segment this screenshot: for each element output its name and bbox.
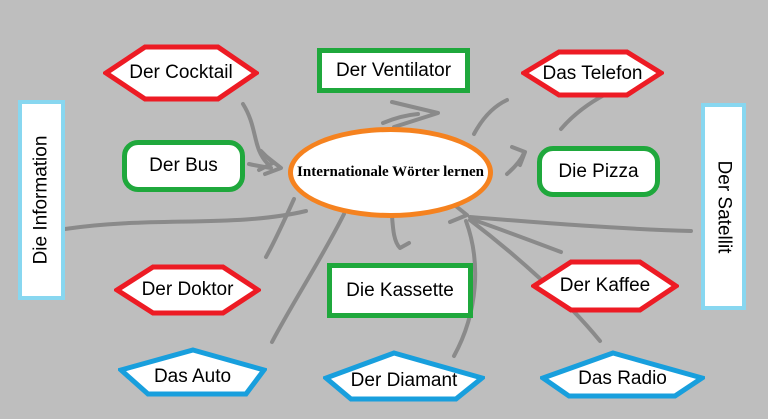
connector-doktor (264, 197, 296, 259)
node-das-telefon[interactable]: Das Telefon (521, 49, 664, 98)
node-label: Der Cocktail (129, 62, 233, 83)
node-label: Der Kaffee (559, 275, 651, 296)
node-der-diamant[interactable]: Der Diamant (323, 350, 485, 402)
pentagon-shape (540, 350, 705, 399)
connector-bus (247, 162, 273, 170)
connector-ventilator-arrow (390, 100, 440, 129)
connector-bus-arrow (263, 155, 283, 176)
node-der-bus[interactable]: Der Bus (122, 140, 245, 192)
node-die-information[interactable]: Die Information (18, 100, 65, 300)
hexagon-shape (114, 264, 261, 316)
connector-cocktail (241, 102, 270, 166)
connector-satellit (468, 215, 693, 233)
node-label: Der Satellit (713, 160, 735, 253)
center-topic[interactable]: Internationale Wörter lernen (288, 127, 493, 218)
connector-telefon-a (472, 98, 509, 136)
node-die-kassette[interactable]: Die Kassette (327, 263, 473, 318)
connector-information (63, 209, 308, 231)
node-label: Die Information (30, 135, 52, 265)
node-die-pizza[interactable]: Die Pizza (537, 146, 660, 197)
node-label: Der Diamant (350, 369, 458, 391)
connector-diamant (452, 219, 478, 358)
node-der-doktor[interactable]: Der Doktor (114, 264, 261, 316)
connector-radio (468, 218, 602, 343)
pentagon-shape (118, 347, 267, 397)
node-das-radio[interactable]: Das Radio (540, 350, 705, 399)
node-das-auto[interactable]: Das Auto (118, 347, 267, 397)
connector-kaffee (469, 217, 563, 254)
node-label: Die Kassette (346, 279, 454, 301)
node-der-cocktail[interactable]: Der Cocktail (103, 44, 259, 102)
center-topic-label: Internationale Wörter lernen (297, 164, 484, 180)
hexagon-shape (103, 44, 259, 102)
pentagon-shape (323, 350, 485, 402)
connector-telefon-b (559, 92, 608, 131)
node-label: Der Ventilator (335, 59, 452, 81)
node-label: Das Auto (153, 365, 232, 387)
hexagon-shape (531, 259, 679, 313)
connector-kassette (390, 214, 411, 250)
node-label: Die Pizza (558, 160, 639, 182)
node-label: Das Telefon (542, 62, 643, 84)
node-label: Der Bus (149, 155, 218, 176)
node-der-ventilator[interactable]: Der Ventilator (317, 48, 470, 93)
connector-auto (270, 212, 346, 344)
connector-ventilator (381, 112, 420, 125)
node-label: Der Doktor (141, 279, 234, 300)
node-der-kaffee[interactable]: Der Kaffee (531, 259, 679, 313)
hexagon-shape (521, 49, 664, 98)
connector-pizza-arrow (510, 145, 527, 167)
node-label: Das Radio (578, 368, 667, 389)
node-der-satellit[interactable]: Der Satellit (701, 103, 746, 310)
